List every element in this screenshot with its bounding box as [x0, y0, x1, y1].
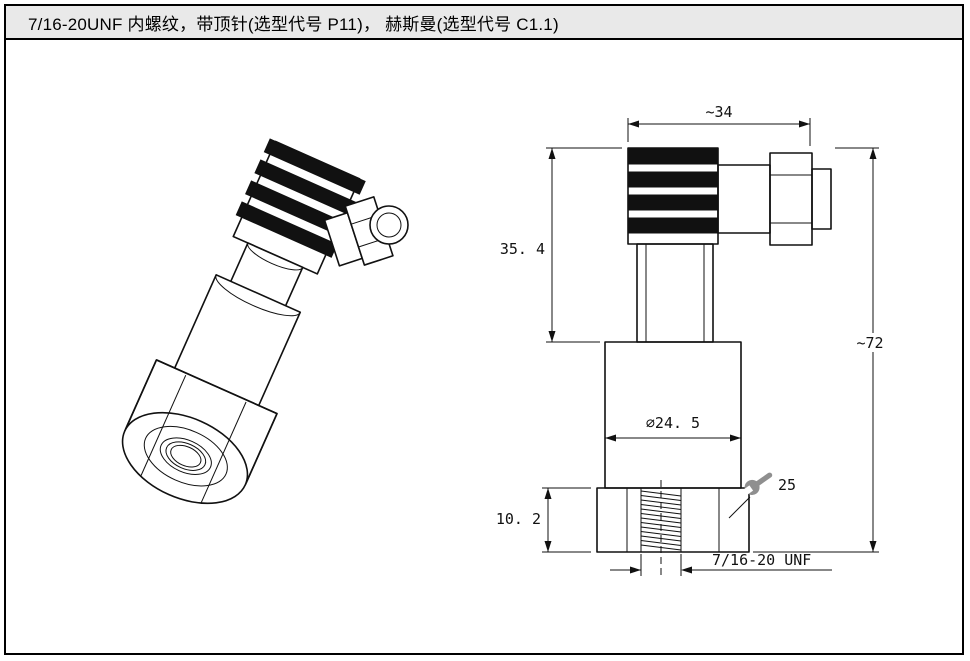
- dim-label-wrench-size: 25: [778, 476, 796, 494]
- ortho-hex-nut: [596, 487, 750, 553]
- ortho-thread: [640, 480, 682, 578]
- dim-label-hex-height: 10. 2: [496, 510, 541, 528]
- iso-hex-nut: [121, 359, 278, 505]
- ortho-connector: [627, 147, 719, 245]
- wrench-icon: [741, 472, 773, 497]
- iso-threaded-hole: [143, 425, 228, 487]
- title-bar: 7/16-20UNF 内螺纹，带顶针(选型代号 P11)， 赫斯曼(选型代号 C…: [6, 6, 962, 40]
- dim-label-thread-spec: 7/16-20 UNF: [712, 551, 811, 569]
- dim-label-total-height: ~72: [856, 334, 883, 352]
- dim-label-upper-height: 35. 4: [500, 240, 545, 258]
- dim-wrench-size: 25: [728, 472, 796, 519]
- dim-label-connector-width: ~34: [705, 103, 732, 121]
- dim-label-body-diameter: ⌀24. 5: [646, 414, 700, 432]
- dim-connector-width: ~34: [627, 103, 811, 146]
- iso-connector-block: [232, 138, 366, 275]
- drawing-frame: 7/16-20UNF 内螺纹，带顶针(选型代号 P11)， 赫斯曼(选型代号 C…: [4, 4, 964, 655]
- drawing-canvas: ~34 35. 4: [121, 103, 894, 578]
- ortho-cable-gland: [717, 152, 832, 246]
- dim-upper-height: 35. 4: [500, 147, 622, 343]
- dimensions: ~34 35. 4: [496, 103, 894, 576]
- dim-hex-height: 10. 2: [496, 487, 591, 553]
- ortho-neck: [636, 243, 714, 343]
- iso-cable-gland: [323, 196, 409, 267]
- orthographic-view: [596, 147, 832, 578]
- dim-thread-spec: 7/16-20 UNF: [610, 551, 832, 576]
- dim-total-height: ~72: [753, 147, 894, 553]
- isometric-view: [121, 138, 409, 505]
- drawing-title: 7/16-20UNF 内螺纹，带顶针(选型代号 P11)， 赫斯曼(选型代号 C…: [28, 14, 559, 34]
- dim-body-diameter: ⌀24. 5: [605, 414, 741, 442]
